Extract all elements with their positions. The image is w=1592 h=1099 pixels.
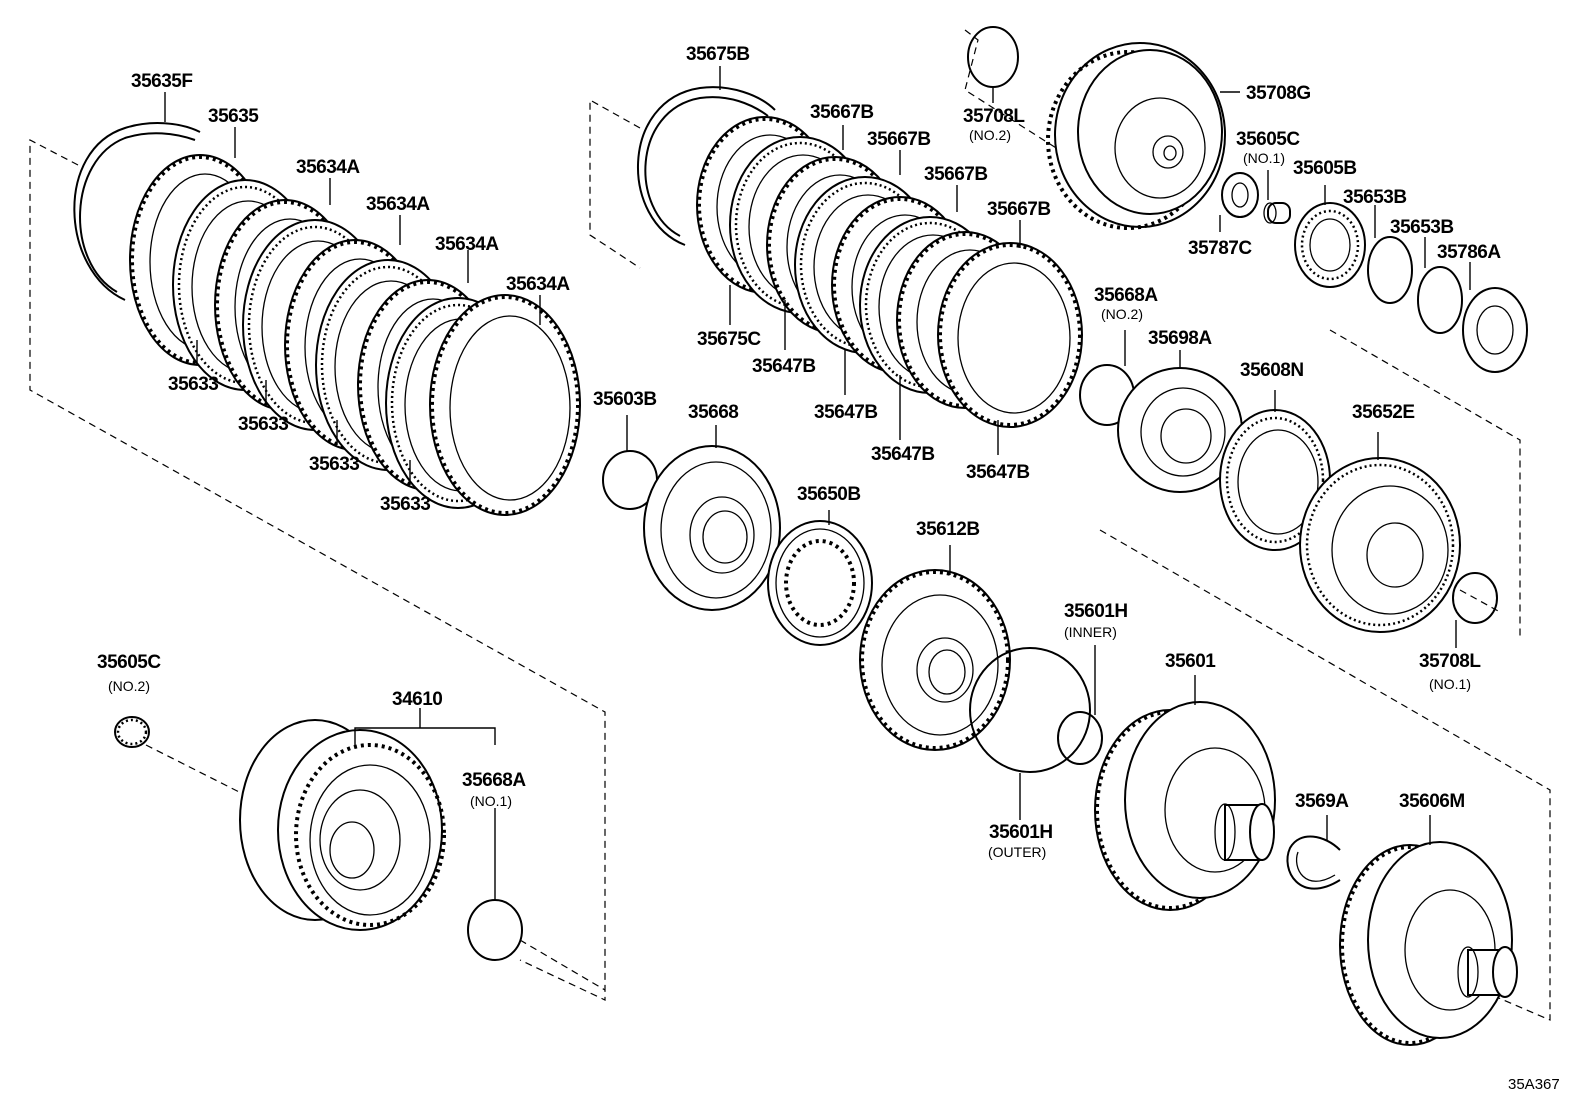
bushing-35605C-no2 xyxy=(114,716,150,748)
washer-35786A xyxy=(1462,287,1528,373)
label-35647B-1: 35647B xyxy=(752,356,816,377)
o-ring-35601H-outer xyxy=(969,647,1091,773)
label-35675B: 35675B xyxy=(686,44,750,65)
label-35786A: 35786A xyxy=(1437,242,1501,263)
label-35605C-no2-sub: (NO.2) xyxy=(108,678,150,694)
plate-35650B xyxy=(767,520,873,646)
clutch-disc-pack-middle xyxy=(696,116,1083,428)
label-35605C-no2: 35605C xyxy=(97,652,161,673)
snap-ring-35668A-no1 xyxy=(467,899,523,961)
label-35634A-4: 35634A xyxy=(506,274,570,295)
label-35601H-outer: 35601H xyxy=(989,822,1053,843)
label-35635F: 35635F xyxy=(131,71,192,92)
clutch-disc-pack-left xyxy=(172,179,581,516)
label-35605C-no1: 35605C xyxy=(1236,129,1300,150)
bearing-35605B xyxy=(1294,202,1366,288)
label-35612B: 35612B xyxy=(916,519,980,540)
label-35787C: 35787C xyxy=(1188,238,1252,259)
label-35633-4: 35633 xyxy=(380,494,430,515)
clutch-drum-34610 xyxy=(239,719,446,931)
o-ring-35708L-no2 xyxy=(967,26,1019,88)
label-35708L-no2: 35708L xyxy=(963,106,1025,127)
label-35667B-3: 35667B xyxy=(924,164,988,185)
label-35675C: 35675C xyxy=(697,329,761,350)
assembly-guide-lines xyxy=(29,29,1551,1021)
label-35668A-no1-sub: (NO.1) xyxy=(470,793,512,809)
label-35647B-2: 35647B xyxy=(814,402,878,423)
label-35708L-no1-sub: (NO.1) xyxy=(1429,676,1471,692)
o-ring-35601H-inner xyxy=(1057,711,1103,765)
label-35667B-4: 35667B xyxy=(987,199,1051,220)
o-ring-35708L-no1 xyxy=(1452,572,1498,624)
label-35668A-no2: 35668A xyxy=(1094,285,1158,306)
ring-3569A xyxy=(1286,835,1341,890)
label-35647B-3: 35647B xyxy=(871,444,935,465)
label-35668: 35668 xyxy=(688,402,738,423)
piston-35652E xyxy=(1299,457,1461,633)
label-35603B: 35603B xyxy=(593,389,657,410)
part-labels: 35635F 35635 35634A 35634A 35634A 35634A… xyxy=(97,44,1560,1093)
gear-35601 xyxy=(1094,701,1276,911)
label-35634A-3: 35634A xyxy=(435,234,499,255)
bushing-35605C-no1 xyxy=(1263,202,1291,224)
label-35667B-2: 35667B xyxy=(867,129,931,150)
seal-ring-35653B-b xyxy=(1417,266,1463,334)
label-35698A: 35698A xyxy=(1148,328,1212,349)
label-35635: 35635 xyxy=(208,106,259,127)
label-3569A: 3569A xyxy=(1295,791,1349,812)
drum-35612B xyxy=(859,569,1011,751)
label-35708L-no1: 35708L xyxy=(1419,651,1481,672)
label-35653B-1: 35653B xyxy=(1343,187,1407,208)
label-35652E: 35652E xyxy=(1352,402,1415,423)
label-35633-1: 35633 xyxy=(168,374,218,395)
washer-35787C xyxy=(1221,172,1259,218)
label-35650B: 35650B xyxy=(797,484,861,505)
plate-35668 xyxy=(643,445,781,611)
label-35634A-1: 35634A xyxy=(296,157,360,178)
label-35605C-no1-sub: (NO.1) xyxy=(1243,150,1285,166)
label-35708L-no2-sub: (NO.2) xyxy=(969,127,1011,143)
label-35601H-outer-sub: (OUTER) xyxy=(988,844,1046,860)
label-35606M: 35606M xyxy=(1399,791,1465,812)
label-34610: 34610 xyxy=(392,689,442,710)
label-35633-3: 35633 xyxy=(309,454,359,475)
drum-35708G xyxy=(1046,42,1226,230)
label-35601: 35601 xyxy=(1165,651,1216,672)
label-35608N: 35608N xyxy=(1240,360,1304,381)
diagram-reference-code: 35A367 xyxy=(1508,1076,1560,1093)
seal-ring-35653B-a xyxy=(1367,236,1413,304)
label-35605B: 35605B xyxy=(1293,158,1357,179)
snap-ring-35675B xyxy=(636,86,776,246)
gear-35606M xyxy=(1339,841,1518,1046)
label-35668A-no2-sub: (NO.2) xyxy=(1101,306,1143,322)
label-35633-2: 35633 xyxy=(238,414,288,435)
label-35647B-4: 35647B xyxy=(966,462,1030,483)
label-35653B-2: 35653B xyxy=(1390,217,1454,238)
label-35667B-1: 35667B xyxy=(810,102,874,123)
leader-lines xyxy=(164,66,1471,900)
label-35601H-inner-sub: (INNER) xyxy=(1064,624,1117,640)
label-35668A-no1: 35668A xyxy=(462,770,526,791)
label-35708G: 35708G xyxy=(1246,83,1311,104)
snap-ring-35635F xyxy=(73,122,201,301)
label-35634A-2: 35634A xyxy=(366,194,430,215)
label-35601H-inner: 35601H xyxy=(1064,601,1128,622)
